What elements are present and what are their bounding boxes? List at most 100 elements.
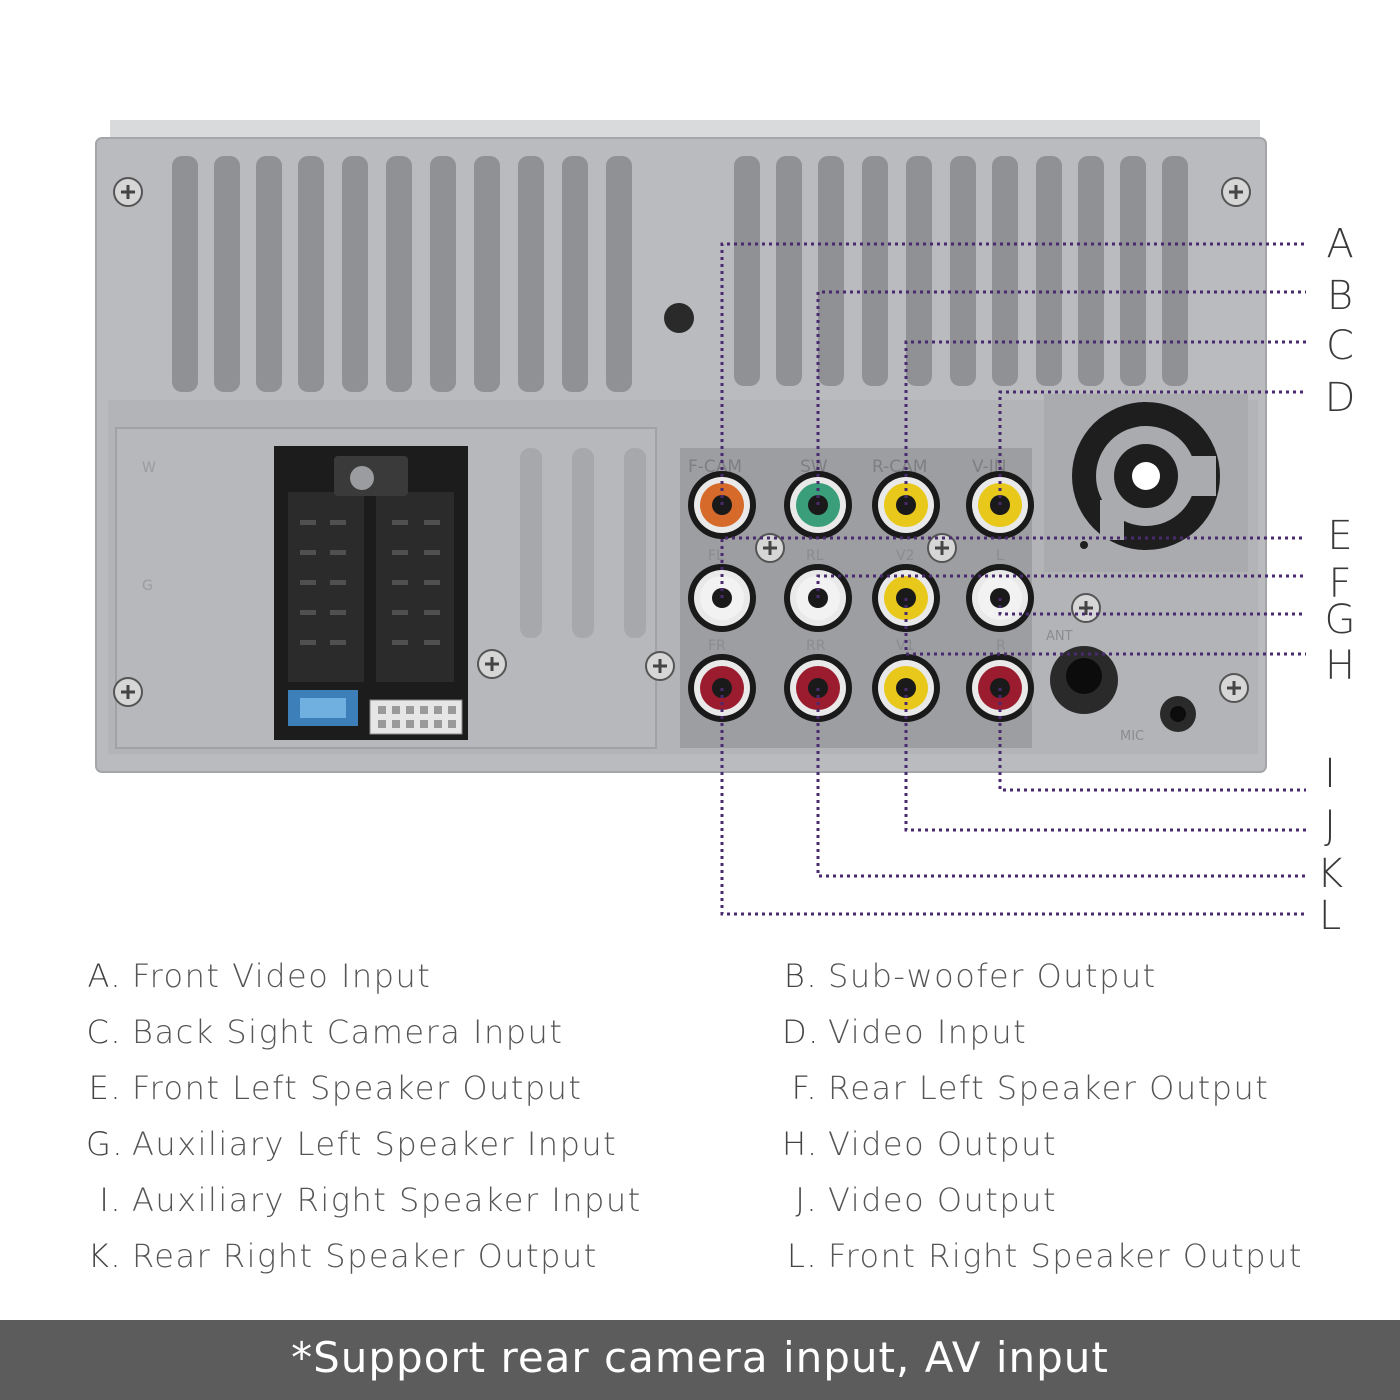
connector-pin [300, 580, 316, 585]
plug-pin [448, 720, 456, 728]
legend-text: Video Input [828, 1013, 1028, 1051]
plug-pin [434, 720, 442, 728]
legend-text: Sub-woofer Output [828, 957, 1157, 995]
legend-key: H. [782, 1125, 819, 1163]
legend-text: Rear Left Speaker Output [828, 1069, 1270, 1107]
vent-slot [734, 156, 760, 386]
callout-c: C [1326, 323, 1354, 369]
legend-key: E. [88, 1069, 122, 1107]
vent-slot [1162, 156, 1188, 386]
callout-d: D [1324, 375, 1356, 421]
vent-slot [950, 156, 976, 386]
connector-pin [300, 550, 316, 555]
connector-pin [424, 520, 440, 525]
callout-j: J [1324, 803, 1336, 849]
callout-a: A [1326, 221, 1354, 267]
leader-l [720, 688, 1306, 916]
vent-slot [606, 156, 632, 392]
connector-pin [424, 610, 440, 615]
connector-pins [300, 520, 440, 645]
legend-text: Auxiliary Right Speaker Input [132, 1181, 642, 1219]
legend-key: B. [783, 957, 818, 995]
footer-banner: *Support rear camera input, AV input [0, 1320, 1400, 1400]
screw-icon [477, 649, 507, 679]
vent-slot [562, 156, 588, 392]
legend-item-b: B. Sub-woofer Output [782, 948, 1157, 1004]
vent-slot [474, 156, 500, 392]
jack-label-fl: FL [708, 548, 724, 564]
panel-mark-w: W [142, 460, 156, 476]
legend-key: A. [87, 957, 122, 995]
plug-pin [406, 720, 414, 728]
multi-pin-plug [369, 699, 463, 735]
callout-k: K [1316, 851, 1344, 897]
legend-key: F. [791, 1069, 818, 1107]
vent-slots [172, 156, 1188, 392]
legend-item-d: D.Video Input [782, 1004, 1027, 1060]
rib [572, 448, 594, 638]
connector-pin [330, 520, 346, 525]
jack-label-v2: V2 [896, 548, 914, 564]
connector-pin [300, 610, 316, 615]
legend-text: Video Output [828, 1125, 1057, 1163]
connector-pin [392, 580, 408, 585]
leader-e [720, 536, 1306, 598]
legend-text: Back Sight Camera Input [132, 1013, 564, 1051]
leader-d [998, 390, 1306, 505]
vent-slot [906, 156, 932, 386]
vent-slot [518, 156, 544, 392]
legend-item-k: K.Rear Right Speaker Output [86, 1228, 598, 1284]
connector-pin [392, 610, 408, 615]
leader-f [816, 574, 1306, 598]
jack-label-rr: RR [806, 638, 826, 654]
legend-text: Video Output [828, 1181, 1057, 1219]
plug-pin [392, 720, 400, 728]
legend-item-j: J. Video Output [782, 1172, 1057, 1228]
rib [624, 448, 646, 638]
legend-key: D. [782, 1013, 820, 1051]
connector-pin [330, 610, 346, 615]
connector-pin [330, 580, 346, 585]
legend-item-l: L.Front Right Speaker Output [782, 1228, 1303, 1284]
screw-icon [927, 533, 957, 563]
legend-text: Auxiliary Left Speaker Input [132, 1125, 618, 1163]
leader-j [904, 688, 1306, 832]
leader-g [998, 598, 1306, 616]
leader-c [904, 340, 1306, 505]
callout-h: H [1324, 643, 1356, 689]
connector-pin [424, 550, 440, 555]
jack-label-fr: FR [708, 638, 726, 654]
legend-item-g: G.Auxiliary Left Speaker Input [86, 1116, 617, 1172]
connector-pin [330, 640, 346, 645]
callout-f: F [1328, 561, 1352, 607]
plug-pin [392, 706, 400, 714]
leader-lines [720, 242, 1306, 916]
callout-e: E [1327, 513, 1353, 559]
legend-key: L. [787, 1237, 818, 1275]
jack-label-r: R [996, 638, 1006, 654]
vent-slot [256, 156, 282, 392]
connector-pin [392, 520, 408, 525]
connector-pin [424, 580, 440, 585]
leader-b [816, 290, 1306, 505]
mount-hole [664, 303, 694, 333]
legend-text: Front Left Speaker Output [132, 1069, 583, 1107]
screw-icon [113, 677, 143, 707]
iso-harness-connector [274, 446, 468, 740]
callout-i: I [1324, 751, 1336, 797]
plug-pin [434, 706, 442, 714]
jack-label-l: L [996, 548, 1004, 564]
vent-slot [342, 156, 368, 392]
connector-pin [392, 550, 408, 555]
vent-slot [430, 156, 456, 392]
jack-label-v1: V1 [896, 638, 914, 654]
vent-slot [862, 156, 888, 386]
connector-pin [300, 520, 316, 525]
screw-icon [755, 533, 785, 563]
legend-item-e: E. Front Left Speaker Output [86, 1060, 582, 1116]
legend-item-h: H.Video Output [782, 1116, 1057, 1172]
legend-key: J. [795, 1181, 818, 1219]
legend-item-f: F. Rear Left Speaker Output [782, 1060, 1269, 1116]
connector-pin [424, 640, 440, 645]
callout-g: G [1324, 597, 1356, 643]
